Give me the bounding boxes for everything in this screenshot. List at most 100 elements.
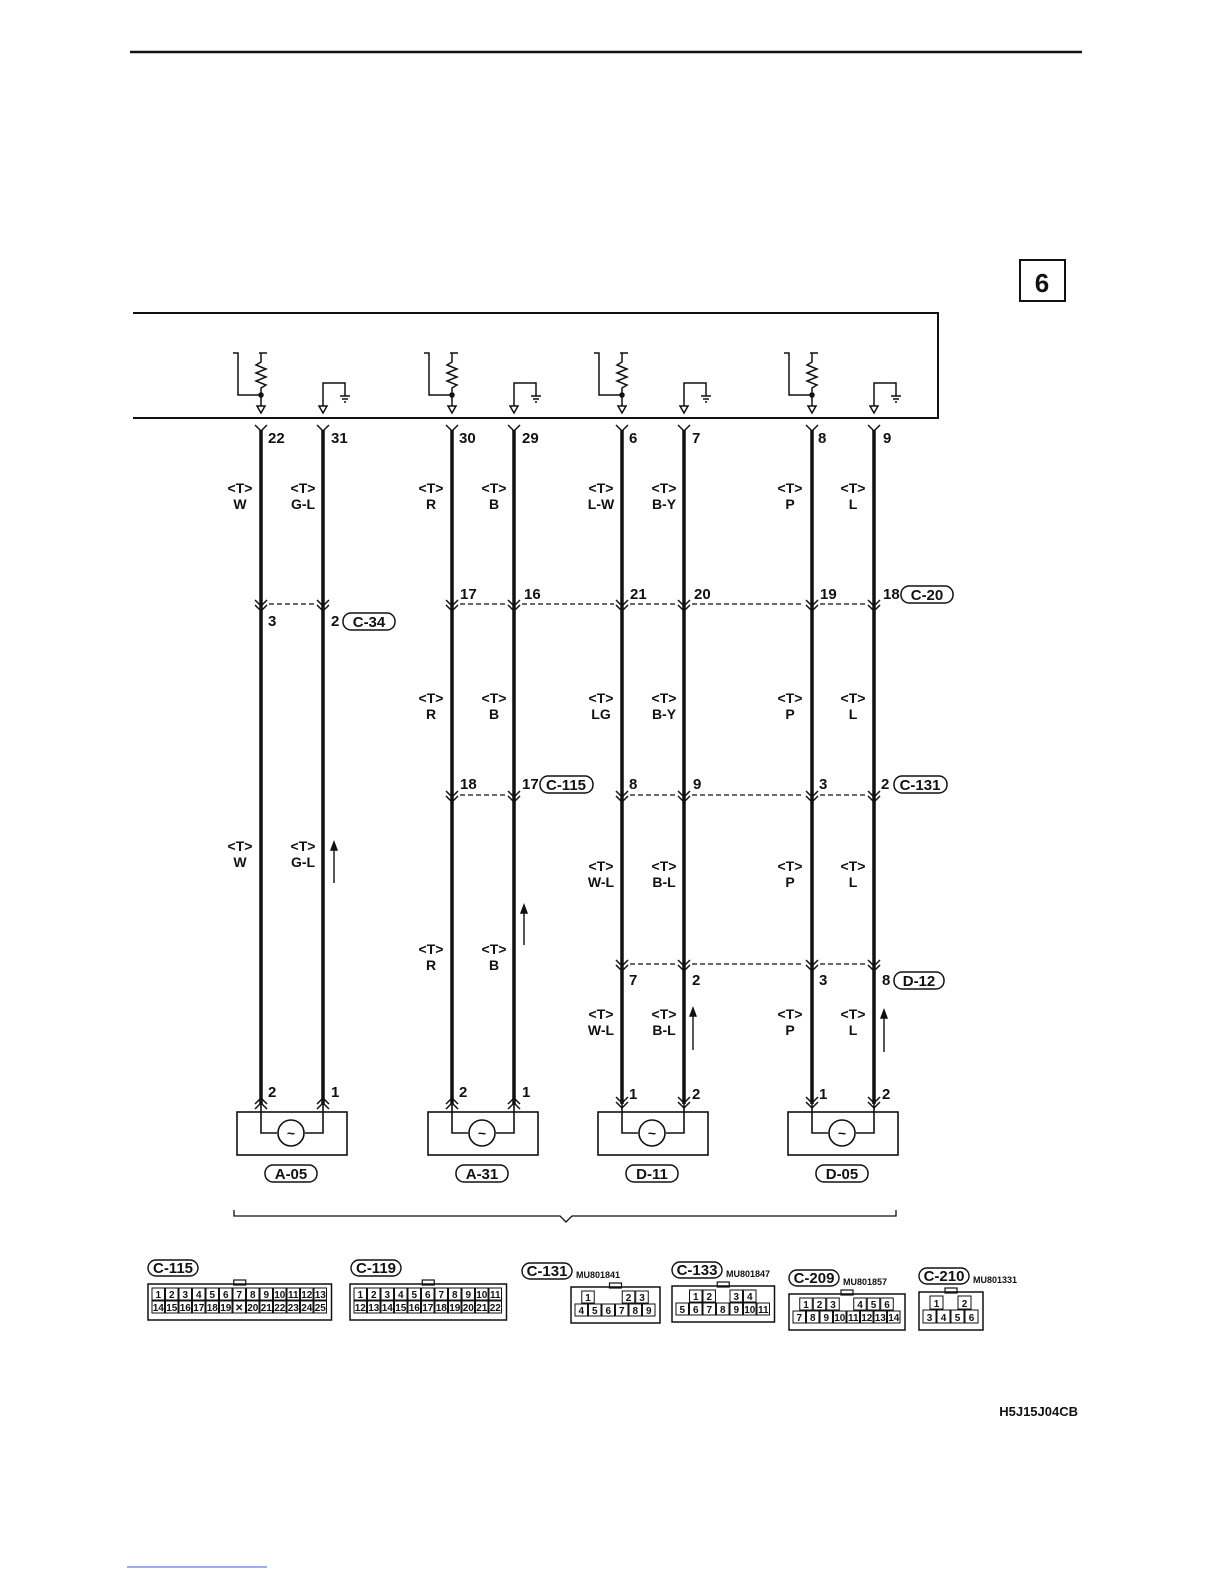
connector-face-tag xyxy=(147,1259,199,1277)
connector-housing xyxy=(349,1283,508,1321)
sensor-pin: 1 xyxy=(331,1084,339,1101)
connector-cell xyxy=(873,1310,887,1324)
connector-cell xyxy=(380,1300,394,1314)
connector-cell xyxy=(488,1287,502,1301)
sensor-pin-mark xyxy=(507,1096,521,1110)
wire-color: L xyxy=(849,1022,858,1038)
connector-cell xyxy=(635,1290,649,1304)
connector-tag-c-34 xyxy=(342,612,396,631)
sensor-d-05: ~ D-05 xyxy=(787,1104,899,1183)
connector-pin-number: 12 xyxy=(301,1290,313,1301)
wire-color: P xyxy=(785,874,794,890)
sensor-a-31: ~ A-31 xyxy=(427,1104,539,1183)
connector-part-number: MU801331 xyxy=(973,1275,1017,1285)
connector-cell xyxy=(880,1297,894,1311)
junction-pin: 17 xyxy=(460,586,477,603)
ecu-box xyxy=(133,312,939,419)
connector-cell xyxy=(232,1287,246,1301)
connector-cell xyxy=(461,1300,475,1314)
connector-pin-number: 9 xyxy=(823,1313,829,1324)
junction-mark xyxy=(445,599,459,613)
junction-mark xyxy=(677,959,691,973)
connector-pin-number: 5 xyxy=(592,1306,598,1317)
signal-arrow-head xyxy=(688,1006,698,1017)
ecu-pin: 31 xyxy=(331,430,348,447)
connector-tag-label: C-115 xyxy=(546,777,586,794)
ecu-pin: 6 xyxy=(629,430,637,447)
ecu-internal-circuits xyxy=(233,352,901,415)
connector-cell xyxy=(574,1303,588,1317)
connector-face-tag xyxy=(918,1267,970,1285)
connector-pin-number: 20 xyxy=(463,1303,475,1314)
signal-arrows xyxy=(329,840,889,1052)
junction-mark xyxy=(805,959,819,973)
junction-mark xyxy=(805,599,819,613)
ecu-pin: 7 xyxy=(692,430,700,447)
connector-pin-number: 14 xyxy=(153,1303,165,1314)
junction-mark xyxy=(867,790,881,804)
connector-cell xyxy=(178,1287,192,1301)
junction-mark xyxy=(615,599,629,613)
connector-face-id: C-131 xyxy=(527,1263,568,1280)
sensor-pin: 2 xyxy=(692,1086,700,1103)
connector-part-number: MU801841 xyxy=(576,1270,620,1280)
sensor-a-05: ~ A-05 xyxy=(236,1104,348,1183)
connector-cell xyxy=(743,1302,757,1316)
connector-cell xyxy=(394,1300,408,1314)
ground-icon xyxy=(340,395,350,403)
junction-pin: 7 xyxy=(629,972,637,989)
connector-cell xyxy=(756,1302,770,1316)
svg-text:~: ~ xyxy=(838,1125,846,1141)
sensor-pin: 1 xyxy=(629,1086,637,1103)
junction-dot xyxy=(449,392,455,398)
wire-color: B xyxy=(489,957,499,973)
connector-marks xyxy=(254,424,881,1110)
wire-prefix: <T> xyxy=(419,941,444,957)
junction-row-3: 7 2 3 8 D-12 xyxy=(629,971,945,990)
wire-prefix: <T> xyxy=(652,480,677,496)
connector-cell xyxy=(407,1300,421,1314)
connector-pin-number: 19 xyxy=(220,1303,232,1314)
connector-tag-c-131 xyxy=(893,775,948,794)
connector-cell xyxy=(434,1287,448,1301)
connector-pin-number: 3 xyxy=(639,1293,645,1304)
wire-prefix: <T> xyxy=(589,858,614,874)
connector-latch xyxy=(233,1279,247,1286)
connector-cell xyxy=(957,1295,972,1310)
svg-text:~: ~ xyxy=(478,1125,486,1141)
connector-pin-number: 10 xyxy=(274,1290,286,1301)
connector-latch xyxy=(716,1281,730,1288)
sensor-coil-icon xyxy=(638,1119,666,1147)
connector-cell xyxy=(353,1300,367,1314)
connector-pin-number: 8 xyxy=(632,1306,638,1317)
junction-pin: 2 xyxy=(881,776,889,793)
wire-color: W xyxy=(233,854,247,870)
connector-pin-number: 10 xyxy=(834,1313,846,1324)
junction-pin: 17 xyxy=(522,776,539,793)
ecu-pin-mark xyxy=(677,424,691,433)
connector-cell xyxy=(192,1300,206,1314)
connector-pin-number: 19 xyxy=(449,1303,461,1314)
connector-pin-number: 16 xyxy=(409,1303,421,1314)
connector-pin-number: 25 xyxy=(315,1303,327,1314)
connector-pin-number: 2 xyxy=(962,1299,968,1310)
connector-pin-number: 11 xyxy=(848,1313,859,1324)
connector-face-tag xyxy=(521,1262,573,1280)
connector-pin-number: 17 xyxy=(422,1303,434,1314)
connector-cell xyxy=(407,1287,421,1301)
junction-dot xyxy=(619,392,625,398)
connector-pin-number: 13 xyxy=(315,1290,327,1301)
connector-cell xyxy=(286,1300,300,1314)
connector-pin-number: 15 xyxy=(395,1303,407,1314)
wire-prefix: <T> xyxy=(652,1006,677,1022)
connector-pin-number: 2 xyxy=(817,1300,823,1311)
connector-tag-d-12 xyxy=(893,971,945,990)
connector-pin-number: 8 xyxy=(720,1305,726,1316)
connector-pin-number: 14 xyxy=(382,1303,394,1314)
output-terminal-icon xyxy=(317,405,329,415)
junction-mark xyxy=(677,599,691,613)
ecu-pin: 30 xyxy=(459,430,476,447)
